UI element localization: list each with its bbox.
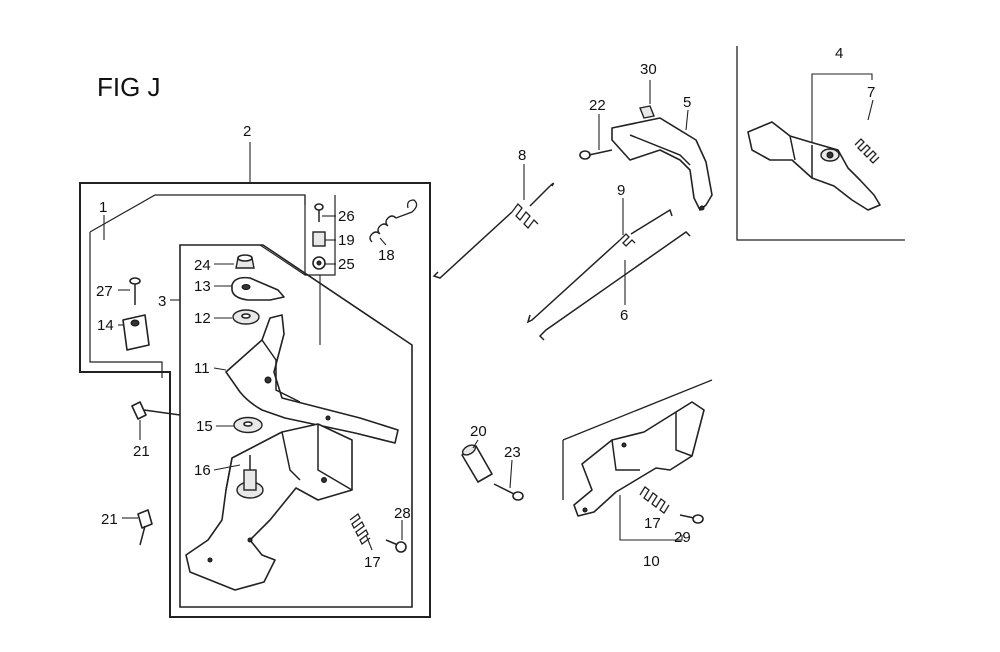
callout-8: 8 xyxy=(518,147,526,164)
part-6-rod xyxy=(538,231,691,341)
callout-20: 20 xyxy=(470,423,487,440)
leader-lines xyxy=(103,80,874,551)
callout-24: 24 xyxy=(194,257,211,274)
assembly-frame-10 xyxy=(562,379,713,500)
callout-25: 25 xyxy=(338,256,355,273)
part-26-screw xyxy=(314,203,324,222)
callout-6: 6 xyxy=(620,307,628,324)
callout-3: 3 xyxy=(158,293,166,310)
part-28-screw xyxy=(385,539,407,553)
callout-27: 27 xyxy=(96,283,113,300)
leader-4 xyxy=(811,73,873,100)
callout-2: 2 xyxy=(243,123,251,140)
callout-15: 15 xyxy=(196,418,213,435)
part-11-lever xyxy=(225,314,399,444)
callout-11: 11 xyxy=(194,360,210,377)
callout-5: 5 xyxy=(683,94,691,111)
callout-21-upper: 21 xyxy=(133,443,150,460)
callout-17-left: 17 xyxy=(364,554,381,571)
assembly-frame-2 xyxy=(79,182,431,618)
part-18-spring xyxy=(369,199,418,243)
assembly-frame-4 xyxy=(736,46,905,241)
part-15-washer xyxy=(233,416,263,434)
callout-12: 12 xyxy=(194,310,211,327)
assembly-frame-3 xyxy=(179,244,413,608)
figure-title: FIG J xyxy=(97,72,161,102)
callout-4: 4 xyxy=(835,45,843,62)
part-29-screw xyxy=(679,514,704,524)
callout-1: 1 xyxy=(99,199,107,216)
part-20-sleeve xyxy=(461,444,493,483)
part-8-rod xyxy=(432,182,555,279)
callout-30: 30 xyxy=(640,61,657,78)
part-5-bracket xyxy=(611,117,713,211)
callout-19: 19 xyxy=(338,232,355,249)
callout-22: 22 xyxy=(589,97,606,114)
callout-28: 28 xyxy=(394,505,411,522)
part-23-pin xyxy=(493,483,524,501)
callout-26: 26 xyxy=(338,208,355,225)
callout-17-right: 17 xyxy=(644,515,661,532)
callout-14: 14 xyxy=(97,317,114,334)
part-10-bracket-assembly xyxy=(573,401,705,517)
part-7-spring xyxy=(854,138,880,164)
callout-18: 18 xyxy=(378,247,395,264)
part-9-rod xyxy=(526,208,673,324)
part-17-spring xyxy=(349,513,371,545)
part-4-governor-assembly xyxy=(747,121,881,211)
part-21-bolt-upper xyxy=(131,401,181,420)
callout-29: 29 xyxy=(674,529,691,546)
callout-16: 16 xyxy=(194,462,211,479)
part-16-base-bracket xyxy=(185,423,353,591)
callout-9: 9 xyxy=(617,182,625,199)
part-21-bolt-lower xyxy=(137,509,153,546)
callout-13: 13 xyxy=(194,278,211,295)
leader-line xyxy=(259,244,306,276)
part-30-nut xyxy=(639,105,655,119)
callout-10: 10 xyxy=(643,553,660,570)
part-19-spacer xyxy=(312,231,326,247)
callout-23: 23 xyxy=(504,444,521,461)
part-14-bracket xyxy=(122,314,150,351)
part-13-plate xyxy=(231,276,285,301)
callout-7: 7 xyxy=(867,84,875,101)
part-12-washer xyxy=(232,309,260,325)
part-17-spring-right xyxy=(639,486,670,514)
part-22-screw xyxy=(579,149,613,160)
leader-10 xyxy=(619,495,683,541)
part-25-nut xyxy=(312,256,326,270)
part-24-nut xyxy=(235,254,255,269)
callout-labels: 2 1 3 4 5 6 7 8 9 10 11 12 13 14 15 16 1… xyxy=(96,45,875,571)
part-27-bolt xyxy=(129,277,141,305)
callout-21-lower: 21 xyxy=(101,511,118,528)
